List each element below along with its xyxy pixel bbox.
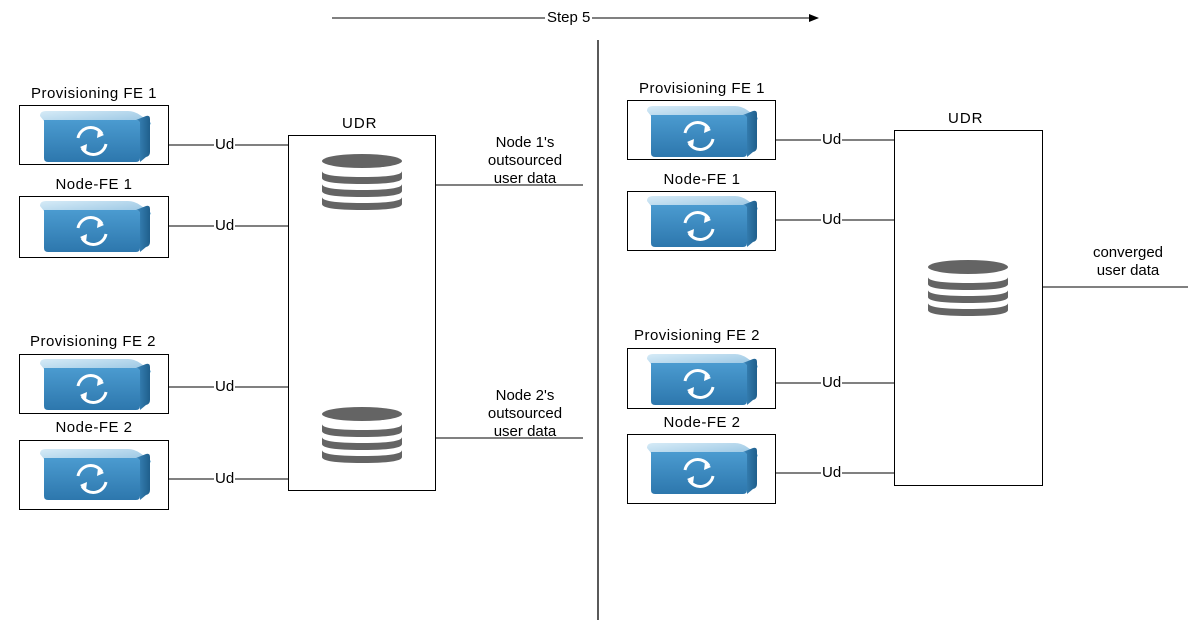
outsourced-data-note: Node 2's outsourced user data bbox=[487, 387, 563, 440]
server-sync-cube-icon bbox=[645, 194, 760, 249]
server-sync-cube-icon bbox=[38, 447, 153, 502]
server-sync-cube-icon bbox=[645, 104, 760, 159]
fe-title: Provisioning FE 2 bbox=[633, 327, 761, 344]
fe-title: Node-FE 1 bbox=[55, 176, 133, 193]
fe-title: Provisioning FE 2 bbox=[29, 333, 157, 350]
fe-title: Provisioning FE 1 bbox=[638, 80, 766, 97]
udr-box bbox=[894, 130, 1043, 486]
fe-title: Node-FE 2 bbox=[55, 419, 133, 436]
database-icon bbox=[322, 154, 402, 210]
converged-data-note: converged user data bbox=[1092, 244, 1164, 279]
server-sync-cube-icon bbox=[38, 357, 153, 412]
database-icon bbox=[928, 260, 1008, 316]
ud-label: Ud bbox=[821, 374, 843, 391]
fe-title: Node-FE 1 bbox=[663, 171, 741, 188]
database-icon bbox=[322, 407, 402, 463]
outsourced-data-note: Node 1's outsourced user data bbox=[487, 134, 563, 187]
udr-title: UDR bbox=[948, 110, 984, 127]
ud-label: Ud bbox=[214, 217, 236, 234]
server-sync-cube-icon bbox=[38, 109, 153, 164]
udr-title: UDR bbox=[342, 115, 378, 132]
fe-title: Node-FE 2 bbox=[663, 414, 741, 431]
ud-label: Ud bbox=[821, 131, 843, 148]
step-label: Step 5 bbox=[545, 9, 593, 26]
ud-label: Ud bbox=[821, 464, 843, 481]
server-sync-cube-icon bbox=[38, 199, 153, 254]
ud-label: Ud bbox=[821, 211, 843, 228]
server-sync-cube-icon bbox=[645, 441, 760, 496]
ud-label: Ud bbox=[214, 378, 236, 395]
ud-label: Ud bbox=[214, 470, 236, 487]
server-sync-cube-icon bbox=[645, 352, 760, 407]
fe-title: Provisioning FE 1 bbox=[30, 85, 158, 102]
ud-label: Ud bbox=[214, 136, 236, 153]
